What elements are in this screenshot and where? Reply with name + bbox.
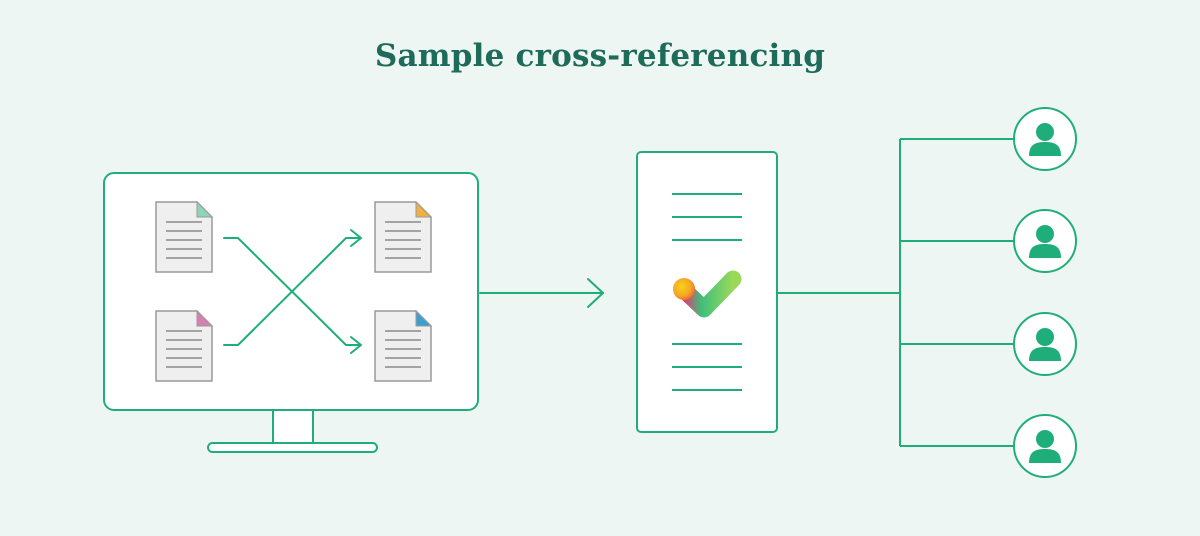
document-page — [374, 201, 432, 273]
cross-arrow-up-head — [350, 229, 362, 247]
documents-group — [155, 200, 433, 382]
person-body — [1029, 244, 1061, 258]
cross-arrow-down-head — [350, 336, 362, 354]
cross-arrows — [223, 229, 362, 354]
person-head — [1036, 225, 1054, 243]
report-lines-top — [672, 193, 742, 241]
report-document-icon — [636, 151, 778, 433]
checkmark-icon — [673, 270, 742, 318]
document-folded-corner — [415, 200, 433, 218]
person-icon — [1013, 107, 1077, 171]
recipients-group — [1013, 107, 1077, 478]
person-body — [1029, 347, 1061, 361]
recipient-connectors — [777, 138, 1013, 447]
person-head — [1036, 123, 1054, 141]
person-body — [1029, 142, 1061, 156]
person-body — [1029, 449, 1061, 463]
monitor-neck — [272, 409, 314, 445]
document-bottom-left — [155, 309, 214, 382]
cross-arrow-up — [223, 237, 361, 346]
monitor-to-report-arrow — [479, 278, 604, 308]
document-folded-corner — [415, 309, 433, 327]
diagram-title: Sample cross-referencing — [374, 38, 826, 74]
document-folded-corner — [196, 309, 214, 327]
report-lines-bottom — [672, 343, 742, 391]
person-head — [1036, 430, 1054, 448]
monitor-base — [207, 442, 378, 453]
document-page — [155, 310, 213, 382]
document-page — [374, 310, 432, 382]
document-top-left — [155, 200, 214, 273]
person-icon — [1013, 209, 1077, 273]
person-icon — [1013, 312, 1077, 376]
person-head — [1036, 328, 1054, 346]
document-page — [155, 201, 213, 273]
person-icon — [1013, 414, 1077, 478]
document-bottom-right — [374, 309, 433, 382]
document-folded-corner — [196, 200, 214, 218]
document-top-right — [374, 200, 433, 273]
